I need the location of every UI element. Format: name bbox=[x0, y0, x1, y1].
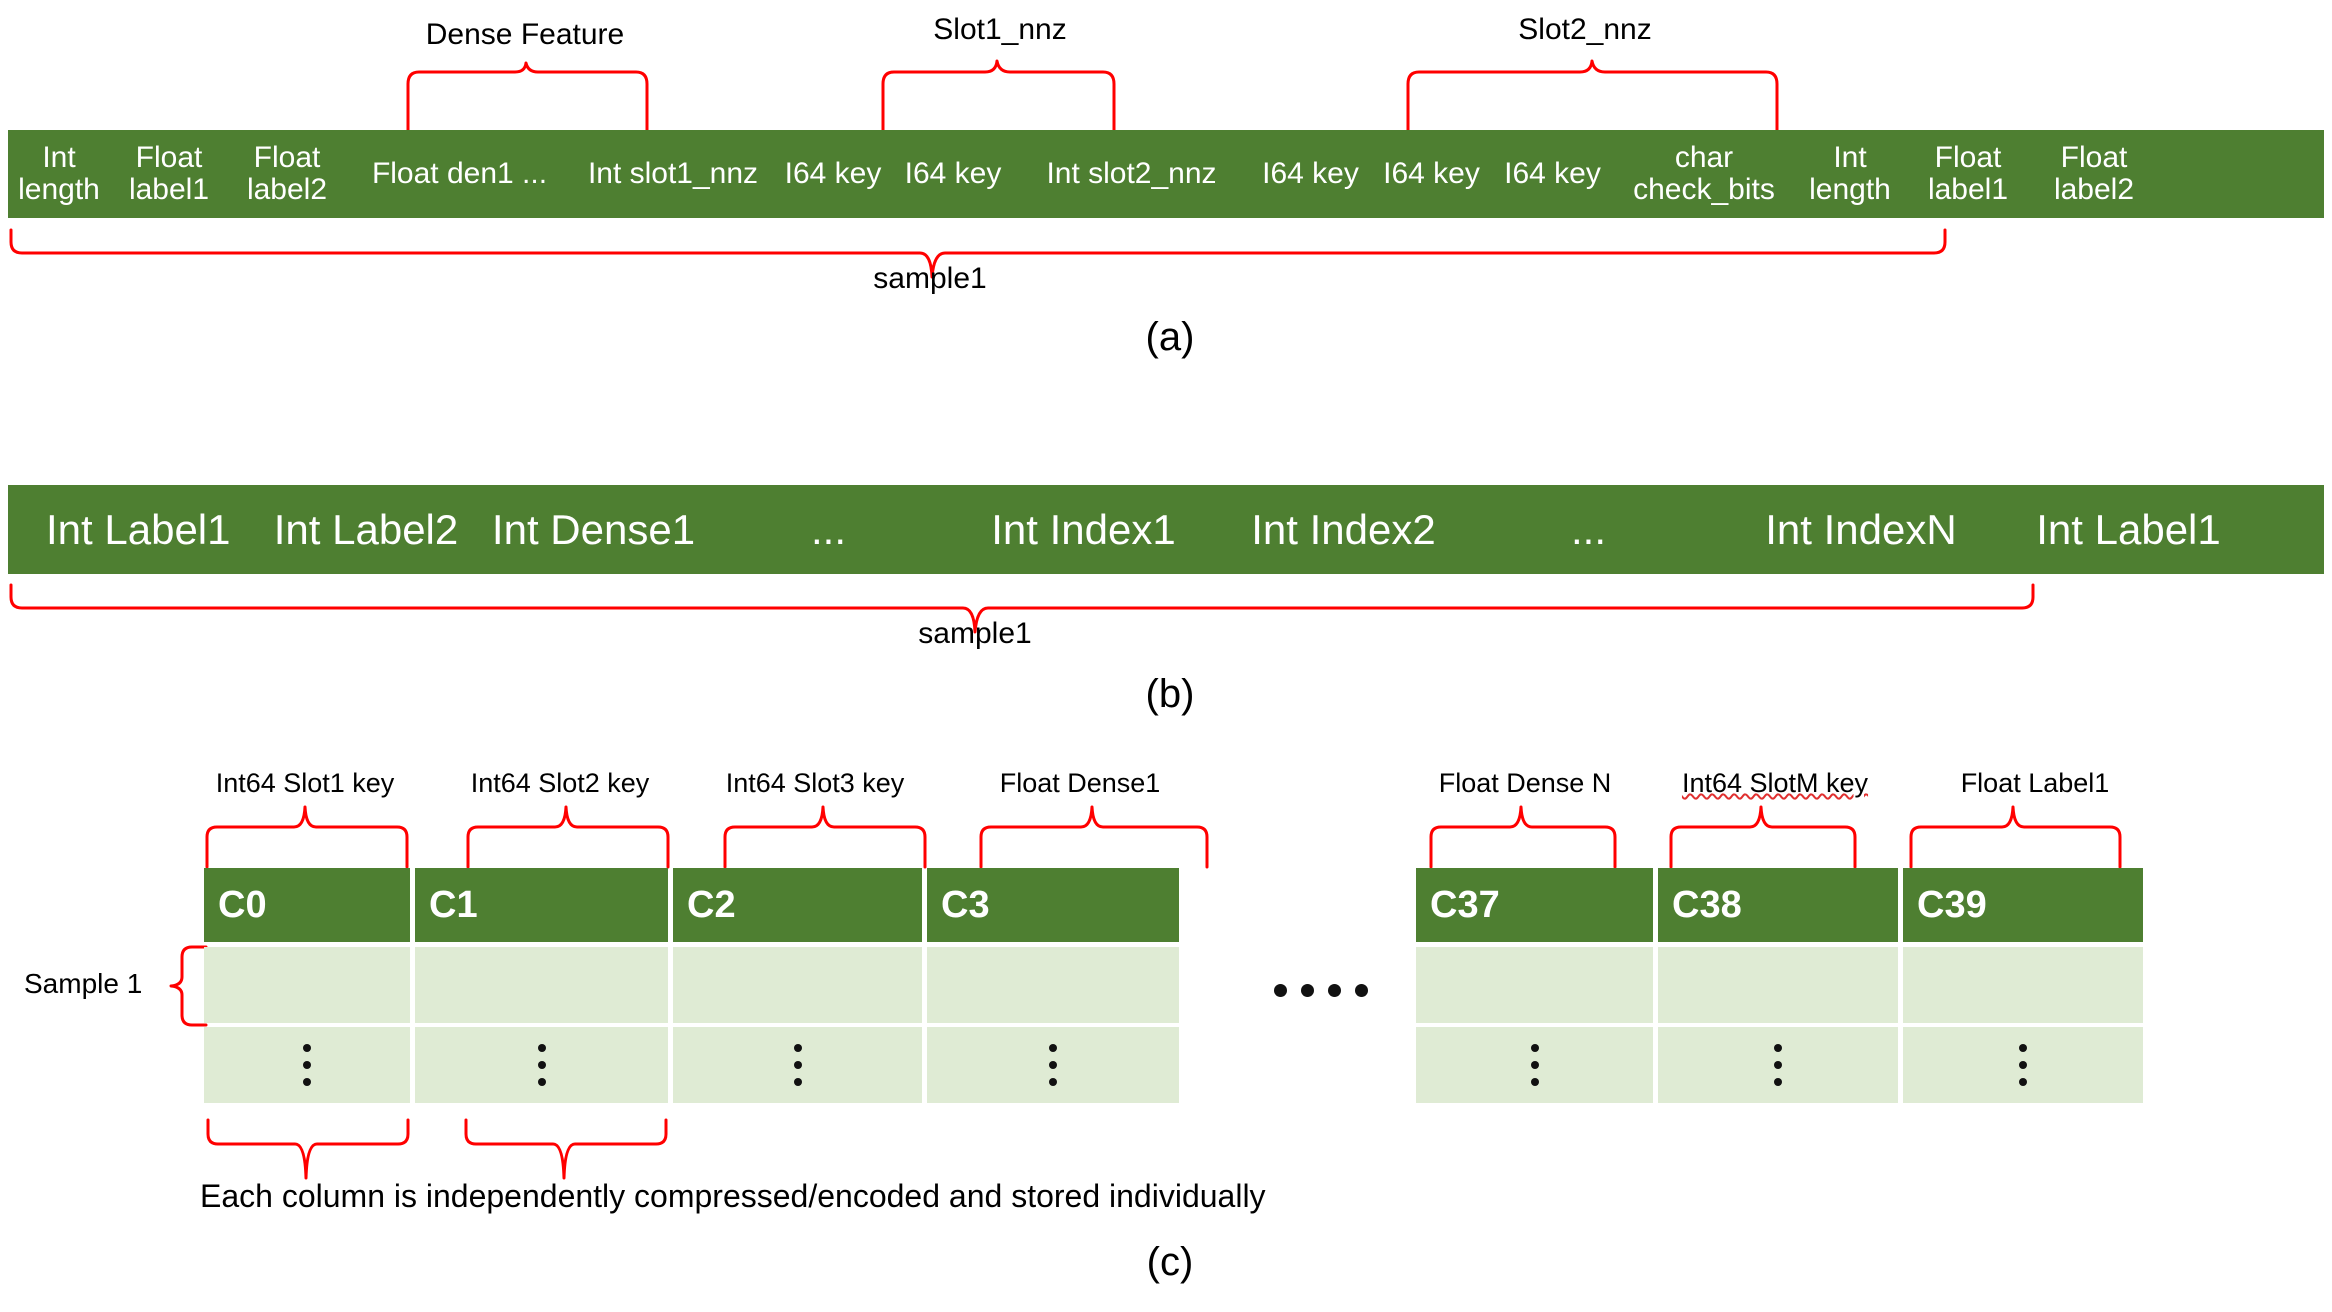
panel-c-table-right-group: C37 C38 C39 bbox=[1416, 868, 2143, 1103]
panel-a-segment: I64 key bbox=[904, 156, 1002, 190]
panel-a-brace-dense-feature bbox=[406, 61, 649, 134]
panel-a-segment: Float label1 bbox=[1927, 140, 2009, 206]
table-cell bbox=[673, 947, 922, 1023]
panel-c-col-top-label-c0: Int64 Slot1 key bbox=[215, 768, 395, 798]
panel-c-brace-c39 bbox=[1909, 805, 2122, 869]
panel-c-column: C39 bbox=[1903, 868, 2143, 1103]
panel-c-bottom-brace-col1 bbox=[206, 1118, 410, 1180]
vertical-ellipsis-icon bbox=[1530, 1044, 1539, 1086]
panel-c-brace-c3 bbox=[979, 805, 1209, 869]
panel-c-brace-c1 bbox=[466, 805, 670, 869]
panel-a-brace-slot2-nnz bbox=[1406, 59, 1779, 134]
panel-c-column-header: C38 bbox=[1658, 868, 1898, 942]
table-cell bbox=[1658, 947, 1898, 1023]
panel-b-segment: Int IndexN bbox=[1765, 505, 1957, 553]
panel-a-segment: Int length bbox=[1809, 140, 1891, 206]
panel-c-brace-c37 bbox=[1429, 805, 1617, 869]
panel-a-brace-label-slot2-nnz: Slot2_nnz bbox=[1518, 13, 1652, 46]
panel-c-col-top-label-c2: Int64 Slot3 key bbox=[725, 768, 905, 798]
panel-c-col-top-label-c39: Float Label1 bbox=[1960, 768, 2110, 798]
vertical-ellipsis-icon bbox=[537, 1044, 546, 1086]
panel-c-column-header: C37 bbox=[1416, 868, 1653, 942]
panel-a-segment: I64 key bbox=[784, 156, 882, 190]
panel-c-col-top-label-c38: Int64 SlotM key bbox=[1681, 768, 1869, 798]
panel-a-brace-slot1-nnz bbox=[881, 59, 1116, 134]
panel-b-letter: (b) bbox=[1145, 672, 1195, 716]
panel-c-column-header: C39 bbox=[1903, 868, 2143, 942]
vertical-ellipsis-icon bbox=[303, 1044, 311, 1086]
panel-c-brace-sample1 bbox=[169, 945, 208, 1027]
panel-a-segment: I64 key bbox=[1383, 156, 1480, 190]
panel-a-segment: Int length bbox=[18, 140, 100, 206]
table-cell bbox=[415, 947, 668, 1023]
panel-c-column: C37 bbox=[1416, 868, 1653, 1103]
vertical-ellipsis-icon bbox=[1774, 1044, 1782, 1086]
panel-c-row-label-sample1: Sample 1 bbox=[24, 968, 143, 999]
table-cell bbox=[204, 947, 410, 1023]
table-cell bbox=[204, 1027, 410, 1103]
panel-c-column-header: C1 bbox=[415, 868, 668, 942]
panel-c-col-top-label-c1: Int64 Slot2 key bbox=[470, 768, 650, 798]
panel-c-column: C1 bbox=[415, 868, 668, 1103]
panel-a-segment: Float label2 bbox=[2053, 140, 2135, 206]
panel-c-brace-c38 bbox=[1669, 805, 1857, 869]
panel-b-segment: Int Label1 bbox=[2036, 505, 2221, 553]
panel-b-segment: ... bbox=[810, 505, 846, 553]
panel-c-column-header: C0 bbox=[204, 868, 410, 942]
panel-b-segment: Int Dense1 bbox=[491, 505, 696, 553]
panel-c-column: C38 bbox=[1658, 868, 1898, 1103]
panel-a-segment: I64 key bbox=[1504, 156, 1601, 190]
panel-a-segment: Float den1 ... bbox=[371, 156, 548, 190]
table-cell bbox=[1903, 947, 2143, 1023]
panel-a-brace-sample1 bbox=[9, 228, 1947, 279]
vertical-ellipsis-icon bbox=[793, 1044, 802, 1086]
panel-b-sample-label: sample1 bbox=[918, 617, 1032, 650]
panel-c-col-top-label-c3: Float Dense1 bbox=[999, 768, 1161, 798]
panel-a-brace-label-slot1-nnz: Slot1_nnz bbox=[933, 13, 1067, 46]
panel-a-record-bar: Int length Float label1 Float label2 Flo… bbox=[8, 130, 2324, 218]
panel-c-col-top-label-c37: Float Dense N bbox=[1438, 768, 1612, 798]
panel-a-letter: (a) bbox=[1145, 315, 1195, 359]
table-cell bbox=[673, 1027, 922, 1103]
table-cell bbox=[927, 947, 1179, 1023]
panel-c-group-ellipsis-icon bbox=[1274, 984, 1368, 997]
panel-c-table-left-group: C0 C1 C2 C3 bbox=[204, 868, 1179, 1103]
table-cell bbox=[1903, 1027, 2143, 1103]
panel-b-segment: Int Label2 bbox=[273, 505, 459, 553]
panel-c-bottom-brace-col2 bbox=[464, 1118, 668, 1180]
panel-a-segment: I64 key bbox=[1262, 156, 1359, 190]
panel-c-brace-c0 bbox=[205, 805, 409, 869]
panel-b-brace-sample1 bbox=[9, 583, 2035, 634]
table-cell bbox=[415, 1027, 668, 1103]
panel-a-segment: Int slot1_nnz bbox=[587, 156, 759, 190]
panel-c-brace-c2 bbox=[723, 805, 927, 869]
panel-a-segment: Float label1 bbox=[128, 140, 210, 206]
table-cell bbox=[1416, 947, 1653, 1023]
panel-a-segment: Int slot2_nnz bbox=[1046, 156, 1217, 190]
panel-c-column: C3 bbox=[927, 868, 1179, 1103]
panel-c-footer-note: Each column is independently compressed/… bbox=[200, 1178, 1266, 1214]
table-cell bbox=[927, 1027, 1179, 1103]
panel-b-segment: Int Label1 bbox=[46, 505, 231, 553]
vertical-ellipsis-icon bbox=[1049, 1044, 1057, 1086]
panel-b-segment: Int Index1 bbox=[991, 505, 1176, 553]
panel-c-letter: (c) bbox=[1146, 1240, 1194, 1284]
table-cell bbox=[1658, 1027, 1898, 1103]
panel-c-column: C2 bbox=[673, 868, 922, 1103]
panel-a-sample-label: sample1 bbox=[873, 262, 987, 295]
panel-b-segment: ... bbox=[1570, 505, 1606, 553]
panel-c-column: C0 bbox=[204, 868, 410, 1103]
panel-a-brace-label-dense-feature: Dense Feature bbox=[425, 18, 625, 51]
panel-c-column-header: C2 bbox=[673, 868, 922, 942]
panel-c-column-header: C3 bbox=[927, 868, 1179, 942]
panel-a-segment: char check_bits bbox=[1633, 140, 1775, 206]
panel-a-segment: Float label2 bbox=[246, 140, 328, 206]
vertical-ellipsis-icon bbox=[2019, 1044, 2027, 1086]
panel-b-record-bar: Int Label1 Int Label2 Int Dense1 ... Int… bbox=[8, 485, 2324, 574]
panel-b-segment: Int Index2 bbox=[1251, 505, 1436, 553]
table-cell bbox=[1416, 1027, 1653, 1103]
